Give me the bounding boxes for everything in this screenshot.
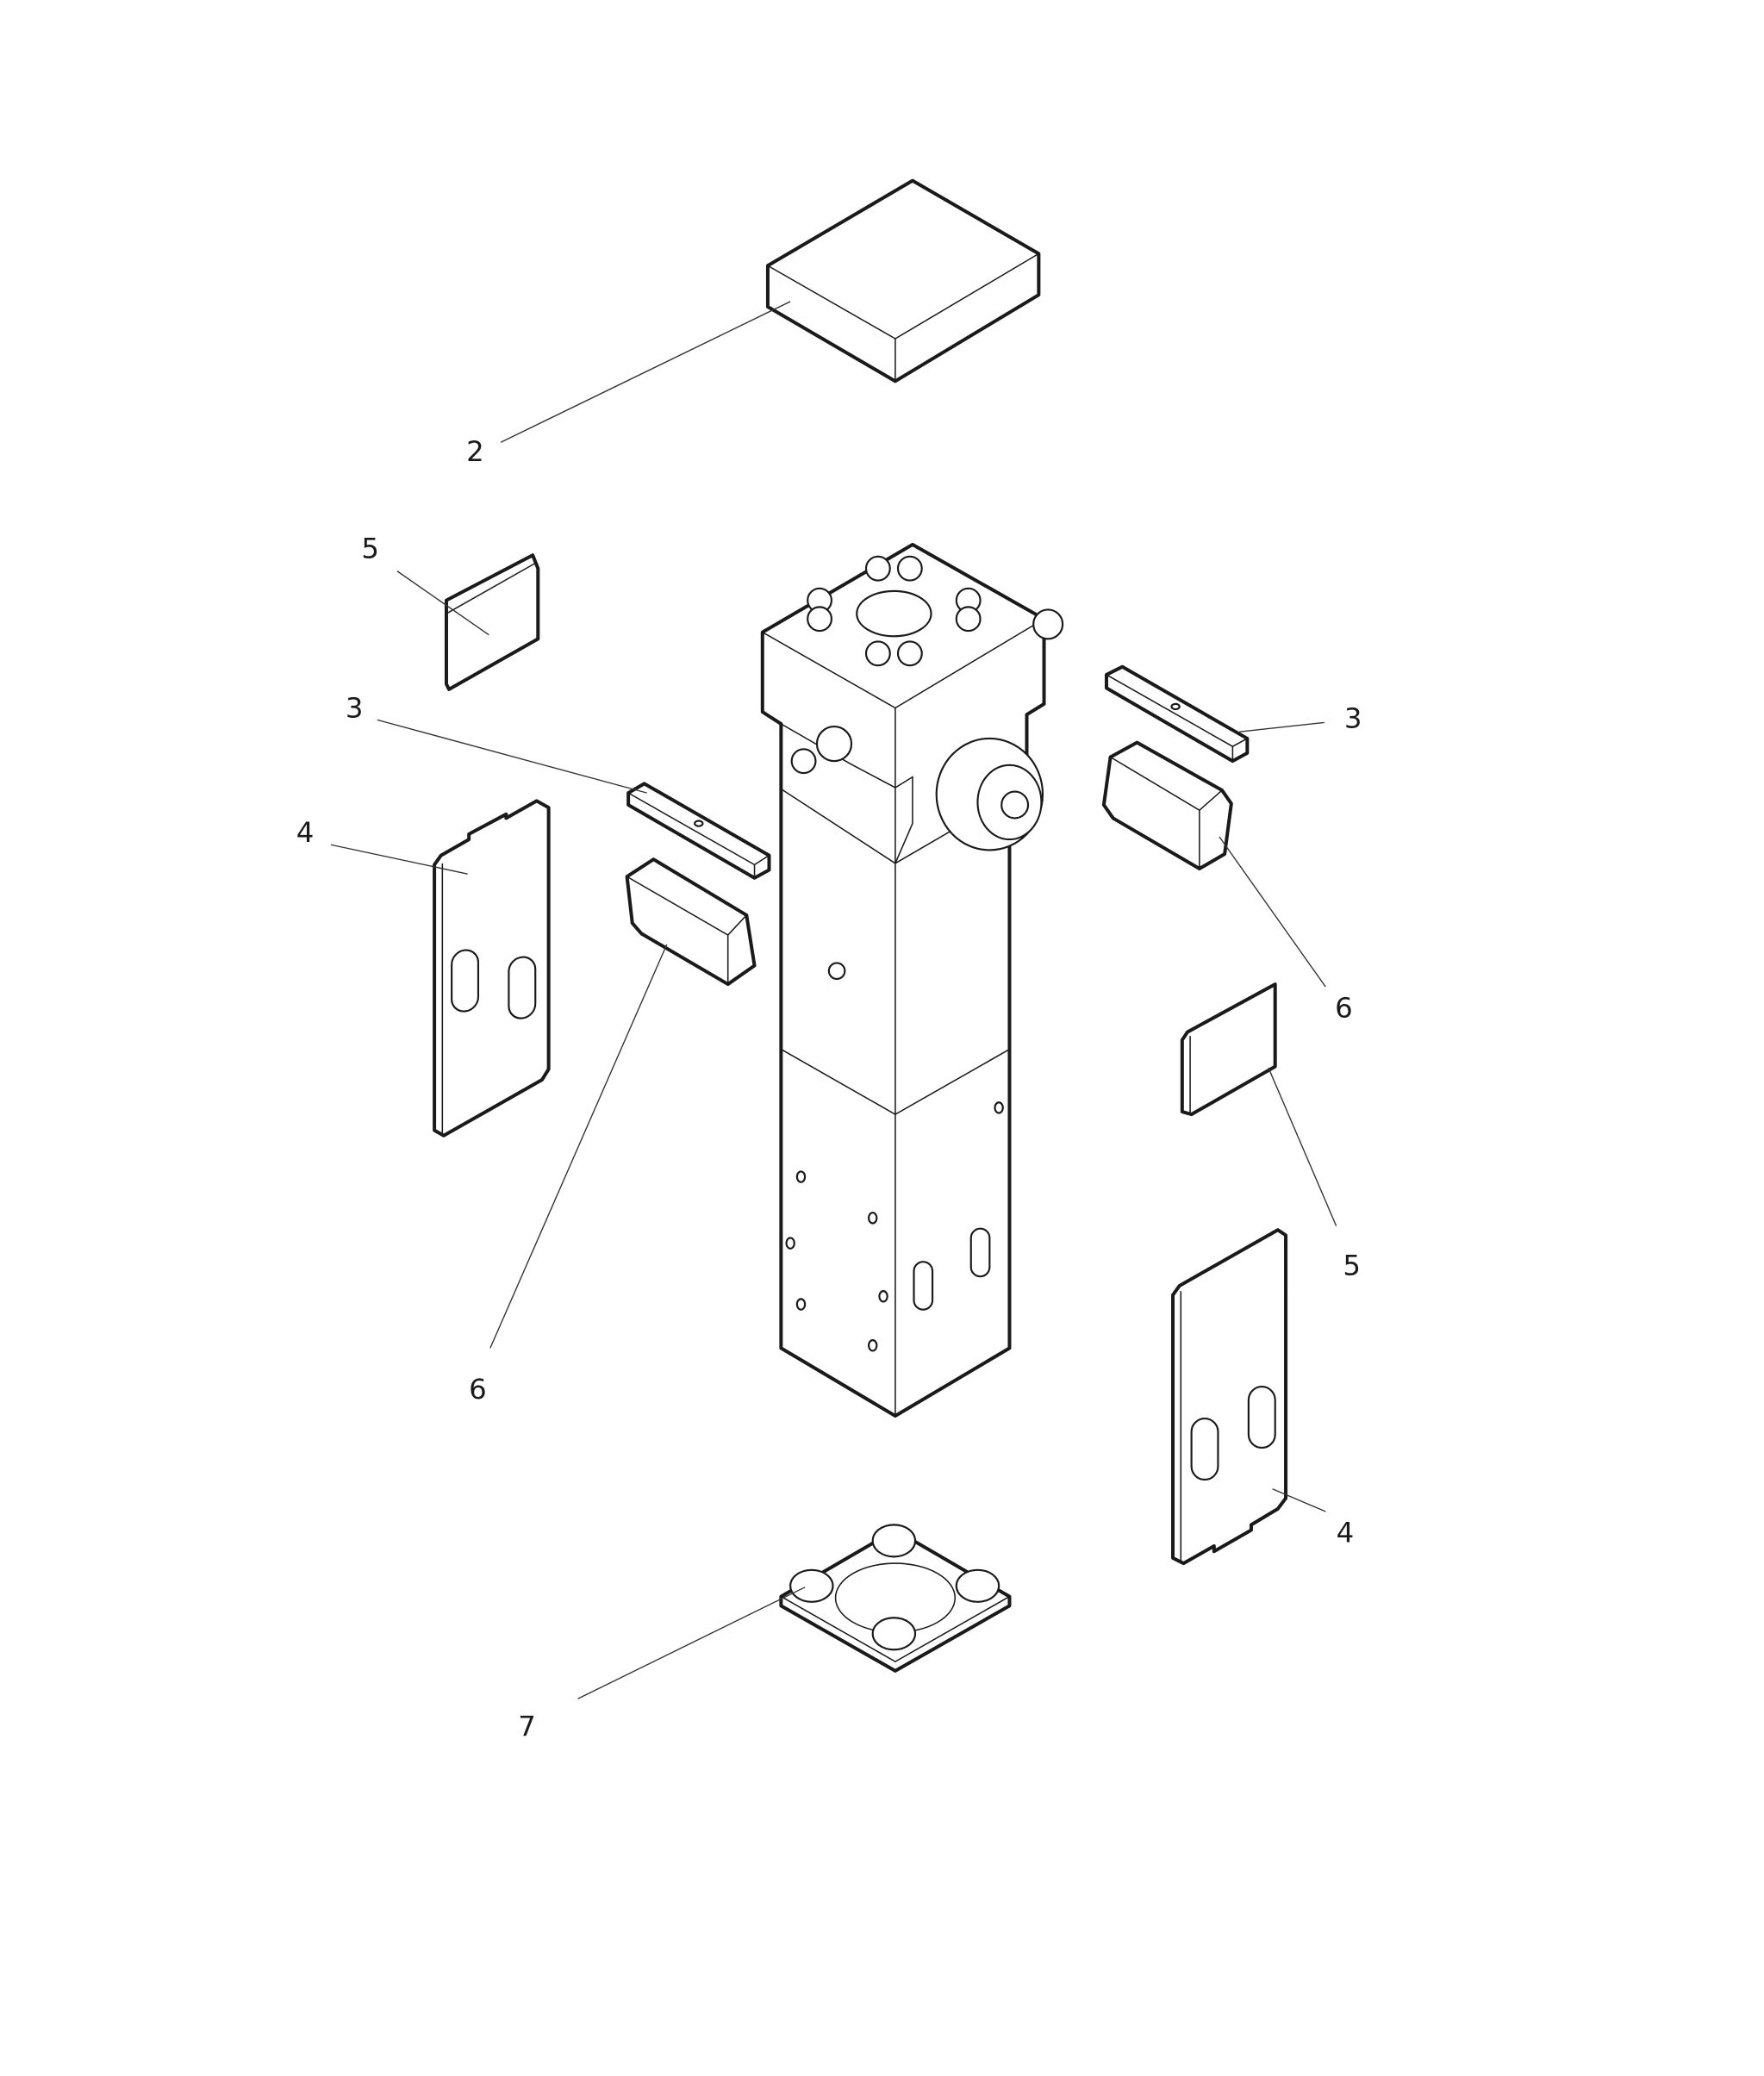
callout-4-left: 4 xyxy=(296,816,315,849)
part-wear-plate-right xyxy=(1180,982,1277,1117)
callout-6-right: 6 xyxy=(1335,992,1353,1025)
top-bolts xyxy=(807,555,1064,667)
part-pad-left xyxy=(625,857,757,987)
part-side-plate-left xyxy=(433,799,551,1138)
callout-labels: 2 5 3 4 3 6 6 5 4 7 xyxy=(296,435,1362,1743)
callout-4-right: 4 xyxy=(1337,1516,1355,1549)
callout-3-right: 3 xyxy=(1344,702,1362,735)
callout-6-left: 6 xyxy=(469,1373,487,1406)
callout-3-left: 3 xyxy=(346,691,364,724)
callout-2-top-cover: 2 xyxy=(466,435,484,468)
leader-lines xyxy=(330,301,1337,1699)
part-pad-right xyxy=(1101,740,1233,870)
part-wear-plate-left xyxy=(444,553,540,691)
callout-5-right: 5 xyxy=(1343,1250,1361,1282)
part-top-cover xyxy=(765,178,1041,383)
part-bottom-buffer-plate xyxy=(779,1524,1012,1673)
part-bar-right xyxy=(1104,664,1250,764)
accumulator xyxy=(935,737,1044,851)
callout-7-bottom: 7 xyxy=(518,1710,536,1742)
callout-5-upper-left: 5 xyxy=(361,532,379,564)
part-breaker-housing xyxy=(760,542,1064,1418)
part-side-plate-right xyxy=(1171,1228,1288,1566)
part-bar-left xyxy=(626,782,771,880)
